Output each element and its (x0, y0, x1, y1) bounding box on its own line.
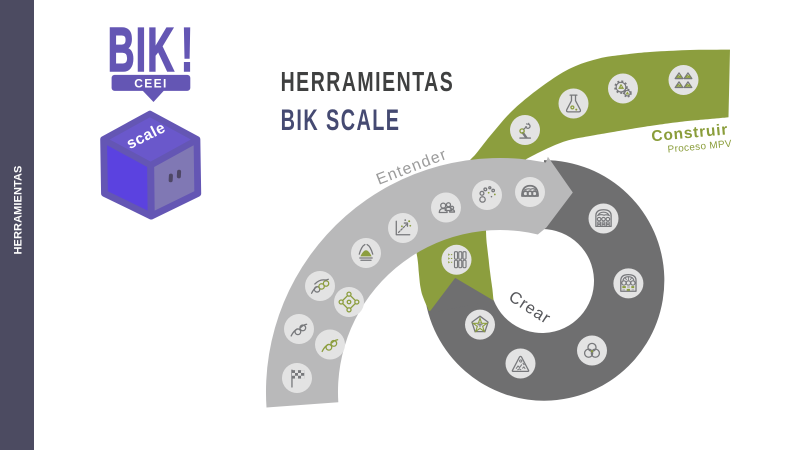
svg-text:BIK SCALE: BIK SCALE (281, 104, 401, 137)
svg-text:HERRAMIENTAS: HERRAMIENTAS (13, 166, 25, 255)
svg-text:HERRAMIENTAS: HERRAMIENTAS (281, 67, 455, 98)
svg-text:CEEI: CEEI (134, 77, 168, 91)
svg-text:BIK: BIK (108, 15, 176, 84)
svg-text:!: ! (181, 15, 193, 84)
